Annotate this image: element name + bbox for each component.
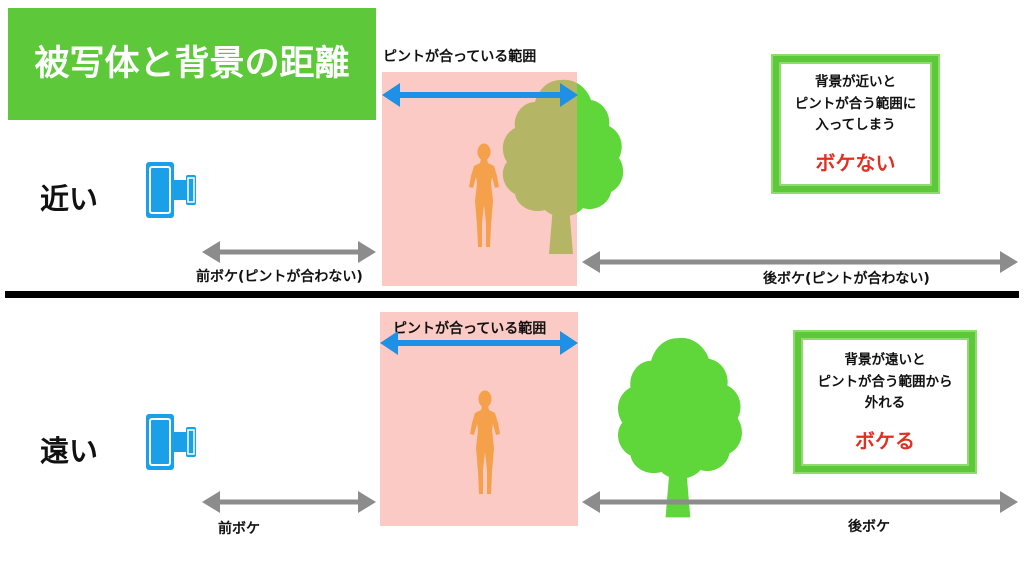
far-note-line1: 背景が遠いと: [844, 352, 926, 369]
far-back-bokeh-label: 後ボケ: [848, 519, 890, 535]
near-section-label: 近い: [40, 182, 99, 216]
page-title: 被写体と背景の距離: [34, 43, 350, 84]
person-icon: [470, 390, 500, 494]
near-focus-range-label: ピントが合っている範囲: [383, 49, 537, 65]
far-note-line3: 外れる: [864, 395, 906, 412]
far-focus-range-label: ピントが合っている範囲: [393, 321, 547, 337]
far-front-bokeh-arrow: [202, 491, 376, 513]
title-banner: 被写体と背景の距離: [8, 8, 376, 120]
near-note-line3: 入ってしまう: [815, 117, 896, 134]
near-front-bokeh-label: 前ボケ(ピントが合わない): [196, 269, 363, 285]
far-back-bokeh-arrow: [582, 491, 1018, 513]
near-back-bokeh-arrow: [582, 251, 1018, 273]
near-note-line2: ピントが合う範囲に: [794, 95, 917, 112]
near-note-line1: 背景が近いと: [815, 74, 896, 91]
far-note-box: 背景が遠いと ピントが合う範囲から 外れる ボケる: [795, 332, 975, 472]
camera-icon: [145, 161, 197, 219]
camera-icon: [145, 413, 197, 471]
section-divider: [5, 291, 1019, 298]
near-focus-range-arrow: [382, 83, 578, 107]
far-note-line2: ピントが合う範囲から: [817, 373, 953, 390]
far-focus-range-arrow: [380, 331, 578, 355]
near-back-bokeh-label: 後ボケ(ピントが合わない): [763, 271, 930, 287]
near-note-box: 背景が近いと ピントが合う範囲に 入ってしまう ボケない: [773, 56, 938, 192]
near-note-result: ボケない: [815, 150, 896, 175]
far-note-result: ボケる: [855, 428, 915, 453]
far-section-label: 遠い: [40, 434, 99, 468]
far-front-bokeh-label: 前ボケ: [218, 521, 260, 537]
near-front-bokeh-arrow: [202, 241, 376, 263]
